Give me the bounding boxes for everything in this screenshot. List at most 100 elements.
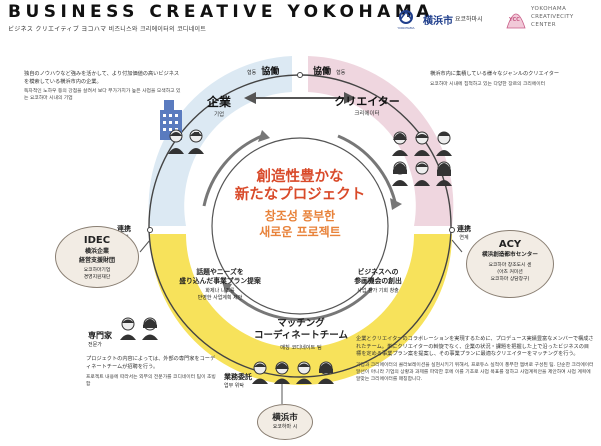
kyodo-right-jp: 協働 [313,67,332,77]
senmonka-desc-kr: 프로젝트 내용에 따라서는 외부의 전문가를 코디네이터 팀이 초빙함 [86,375,216,388]
senmonka-desc-jp: プロジェクトの内容によっては、外部の専門家をコーディネートチームが招聘を行う。 [86,356,216,370]
itaku-kr: 업무 위탁 [224,383,244,389]
ycc-line2: CREATIVECITY [531,14,574,20]
ring-dot [297,72,303,78]
creator-label-kr: 크리에이터 [354,111,380,117]
page-subtitle: ビジネス クリエイティブ ヨコハマ 비즈니스와 크리에이터의 코디네이트 [8,26,207,33]
center-circle [211,137,389,315]
acy-line1: 横浜創造都市センター [482,252,538,258]
creator-description-jp: 横浜市内に集積している様々なジャンルのクリエイター [430,71,560,77]
creator-description: 横浜市内に集積している様々なジャンルのクリエイター 요코하마 시내에 집적하고 … [430,71,580,88]
matching-jp2: コーディネートチーム [253,330,349,341]
cycle-arrow-left [202,134,263,207]
participation-jp2: 参画機会の創出 [354,277,402,285]
idec-kr2: 경영지원재단 [83,275,111,280]
cycle-arrowhead-right [390,198,402,210]
kigyo-label-kr: 기업 [213,112,225,118]
participation-text: ビジネスへの 参画機会の創出 사업 참가 기회 창출 [330,268,426,295]
kyodo-left-jp: 協働 [261,67,280,77]
ycc-logo: YCC YOKOHAMA CREATIVECITY CENTER [505,2,600,36]
kyodo-left-kr: 협동 [247,70,257,76]
proposal-kr2: 반영한 사업계획 제안 [197,295,243,301]
matching-team-icon [252,361,334,384]
yokohama-city-name-kr: 요코하마시 [455,16,483,23]
center-jp-line2: 新たなプロジェクト [234,187,366,203]
idec-box: IDEC 横浜企業 経営支援財団 요코하마기업 경영지원재단 [55,226,139,288]
center-jp-line1: 創造性豊かな [256,169,344,185]
acy-renkei-kr: 연계 [459,235,469,241]
city-box: 横浜市 요코하마 시 [257,404,313,440]
proposal-jp2: 盛り込んだ事業プラン提案 [179,277,261,285]
acy-name: ACY [498,239,522,250]
senmonka-label: 専門家 전문가 [88,330,112,348]
participation-jp1: ビジネスへの [357,268,399,276]
cycle-arrow-right [337,134,398,207]
acy-kr3: 요코하마 상담창구) [490,277,530,282]
team-description: 企業とクリエイターのコラボレーションを実現するために、プロデュース実績豊富なメン… [356,336,594,383]
acy-renkei: 連携 연계 [457,224,471,241]
itaku-label: 業務委託 업무 위탁 [224,372,252,389]
cycle-arrow-bottom [226,286,374,322]
matching-jp1: マッチング [277,318,325,329]
yokohama-city-name: 横浜市 [423,16,453,27]
matching-label: マッチング コーディネートチーム 매칭 코디네이트 팀 [236,318,366,351]
center-kr-line1: 창조성 풍부한 [264,209,336,223]
idec-line1: 横浜企業 [84,248,109,255]
kigyo-description-kr: 독자적인 노하우 등의 강점을 살려서 보다 부가가치가 높은 사업을 모색하고… [24,89,181,102]
ycc-mark-label: YCC [509,17,520,23]
team-desc-jp: 企業とクリエイターのコラボレーションを実現するために、プロデュース実績豊富なメン… [356,336,594,358]
yokohama-city-logo: YOKOHAMA 横浜市 요코하마시 [395,6,490,32]
kigyo-label-jp: 企業 [206,95,231,109]
creator-label: クリエイター 크리에이터 [328,93,406,117]
acy-renkei-jp: 連携 [457,225,471,233]
center-kr-line2: 새로운 프로젝트 [259,225,341,239]
itaku-jp: 業務委託 [224,373,252,381]
page-title: BUSINESS CREATIVE YOKOHAMA [8,2,434,22]
cycle-arrowhead-bottom [222,282,232,294]
acy-connector [451,239,463,253]
idec-line2: 経営支援財団 [78,257,115,264]
kigyo-description: 独自のノウハウなど強みを活かして、より付加価値の高いビジネスを模索している横浜市… [24,71,184,102]
kyodo-right-kr: 협동 [336,70,346,76]
matching-ring-segment [150,234,452,385]
ycc-line3: CENTER [531,22,557,28]
company-people-icon [168,129,204,154]
team-desc-kr: 기업과 크리에이터의 콜라보레이션을 실현시키기 위해서, 프로듀스 실적이 풍… [356,362,594,382]
collab-arrowhead-left [244,92,256,104]
kyodo-left: 협동 協働 [247,59,279,78]
idec-name: IDEC [83,235,111,246]
creator-label-jp: クリエイター [334,95,400,108]
cycle-arrowhead-left [258,130,270,142]
creator-description-kr: 요코하마 시내에 집적하고 있는 다양한 장르의 크리에이터 [430,81,546,87]
acy-kr1: 요코하마 창조도시 센 [488,263,532,268]
ycc-line1: YOKOHAMA [531,6,567,12]
matching-kr: 매칭 코디네이트 팀 [280,345,322,351]
senmonka-jp: 専門家 [88,331,112,340]
proposal-kr1: 화제나 니즈를 [205,288,235,294]
svg-text:YOKOHAMA: YOKOHAMA [397,26,415,30]
participation-kr: 사업 참가 기회 창출 [357,288,399,294]
city-box-jp: 横浜市 [272,413,298,423]
city-box-kr: 요코하마 시 [272,424,298,430]
idec-renkei-jp: 連携 [117,225,131,233]
idec-kr1: 요코하마기업 [83,268,111,273]
proposal-text: 話題やニーズを 盛り込んだ事業プラン提案 화제나 니즈를 반영한 사업계획 제안 [168,268,272,302]
ycc-mark-icon [506,13,526,29]
proposal-jp1: 話題やニーズを [196,268,244,276]
collab-arrowhead-right [344,92,356,104]
idec-connector [139,239,151,253]
acy-kr2: (아츠 커미션 [497,270,523,275]
senmonka-kr: 전문가 [88,342,102,348]
acy-box: ACY 横浜創造都市センター 요코하마 창조도시 센 (아츠 커미션 요코하마 … [466,230,554,298]
kigyo-description-jp: 独自のノウハウなど強みを活かして、より付加価値の高いビジネスを模索している横浜市… [24,71,180,85]
senmonka-description: プロジェクトの内容によっては、外部の専門家をコーディネートチームが招聘を行う。 … [86,356,216,388]
ring-dot [449,227,455,233]
kigyo-label: 企業 기업 [197,93,241,118]
yokohama-mark-icon: YOKOHAMA [397,10,416,30]
kyodo-right: 協働 협동 [313,59,345,78]
center-text: 創造性豊かな 新たなプロジェクト 창조성 풍부한 새로운 프로젝트 [212,168,388,240]
creator-people-icon [392,131,452,186]
experts-icon [120,317,158,340]
ring-dot [147,227,153,233]
